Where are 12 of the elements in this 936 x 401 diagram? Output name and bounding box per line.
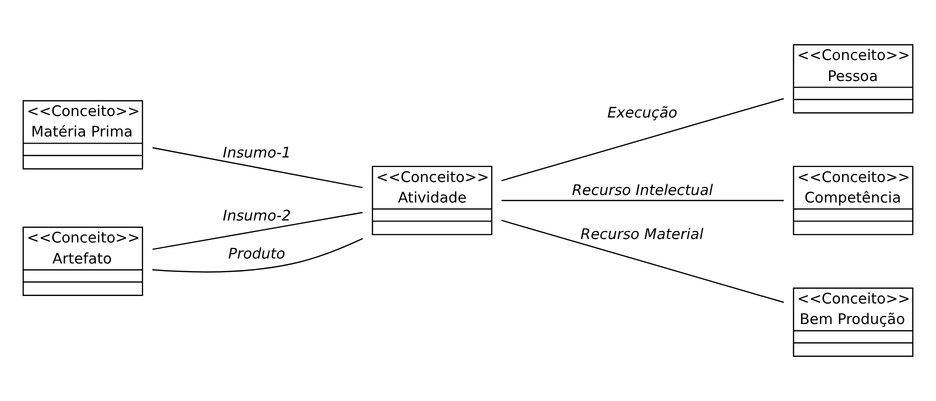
connector [502,200,784,202]
connector [501,220,784,303]
connector [152,147,363,188]
edge-label: Execução [607,104,678,122]
edge-label: Produto [228,245,286,262]
connector [152,238,363,272]
edge-label: Recurso Intelectual [572,182,713,200]
edge-label: Recurso Material [580,226,704,243]
connector [501,98,784,182]
edge-label: Insumo-1 [222,144,291,162]
connector [152,212,363,250]
edge-label: Insumo-2 [222,208,291,225]
